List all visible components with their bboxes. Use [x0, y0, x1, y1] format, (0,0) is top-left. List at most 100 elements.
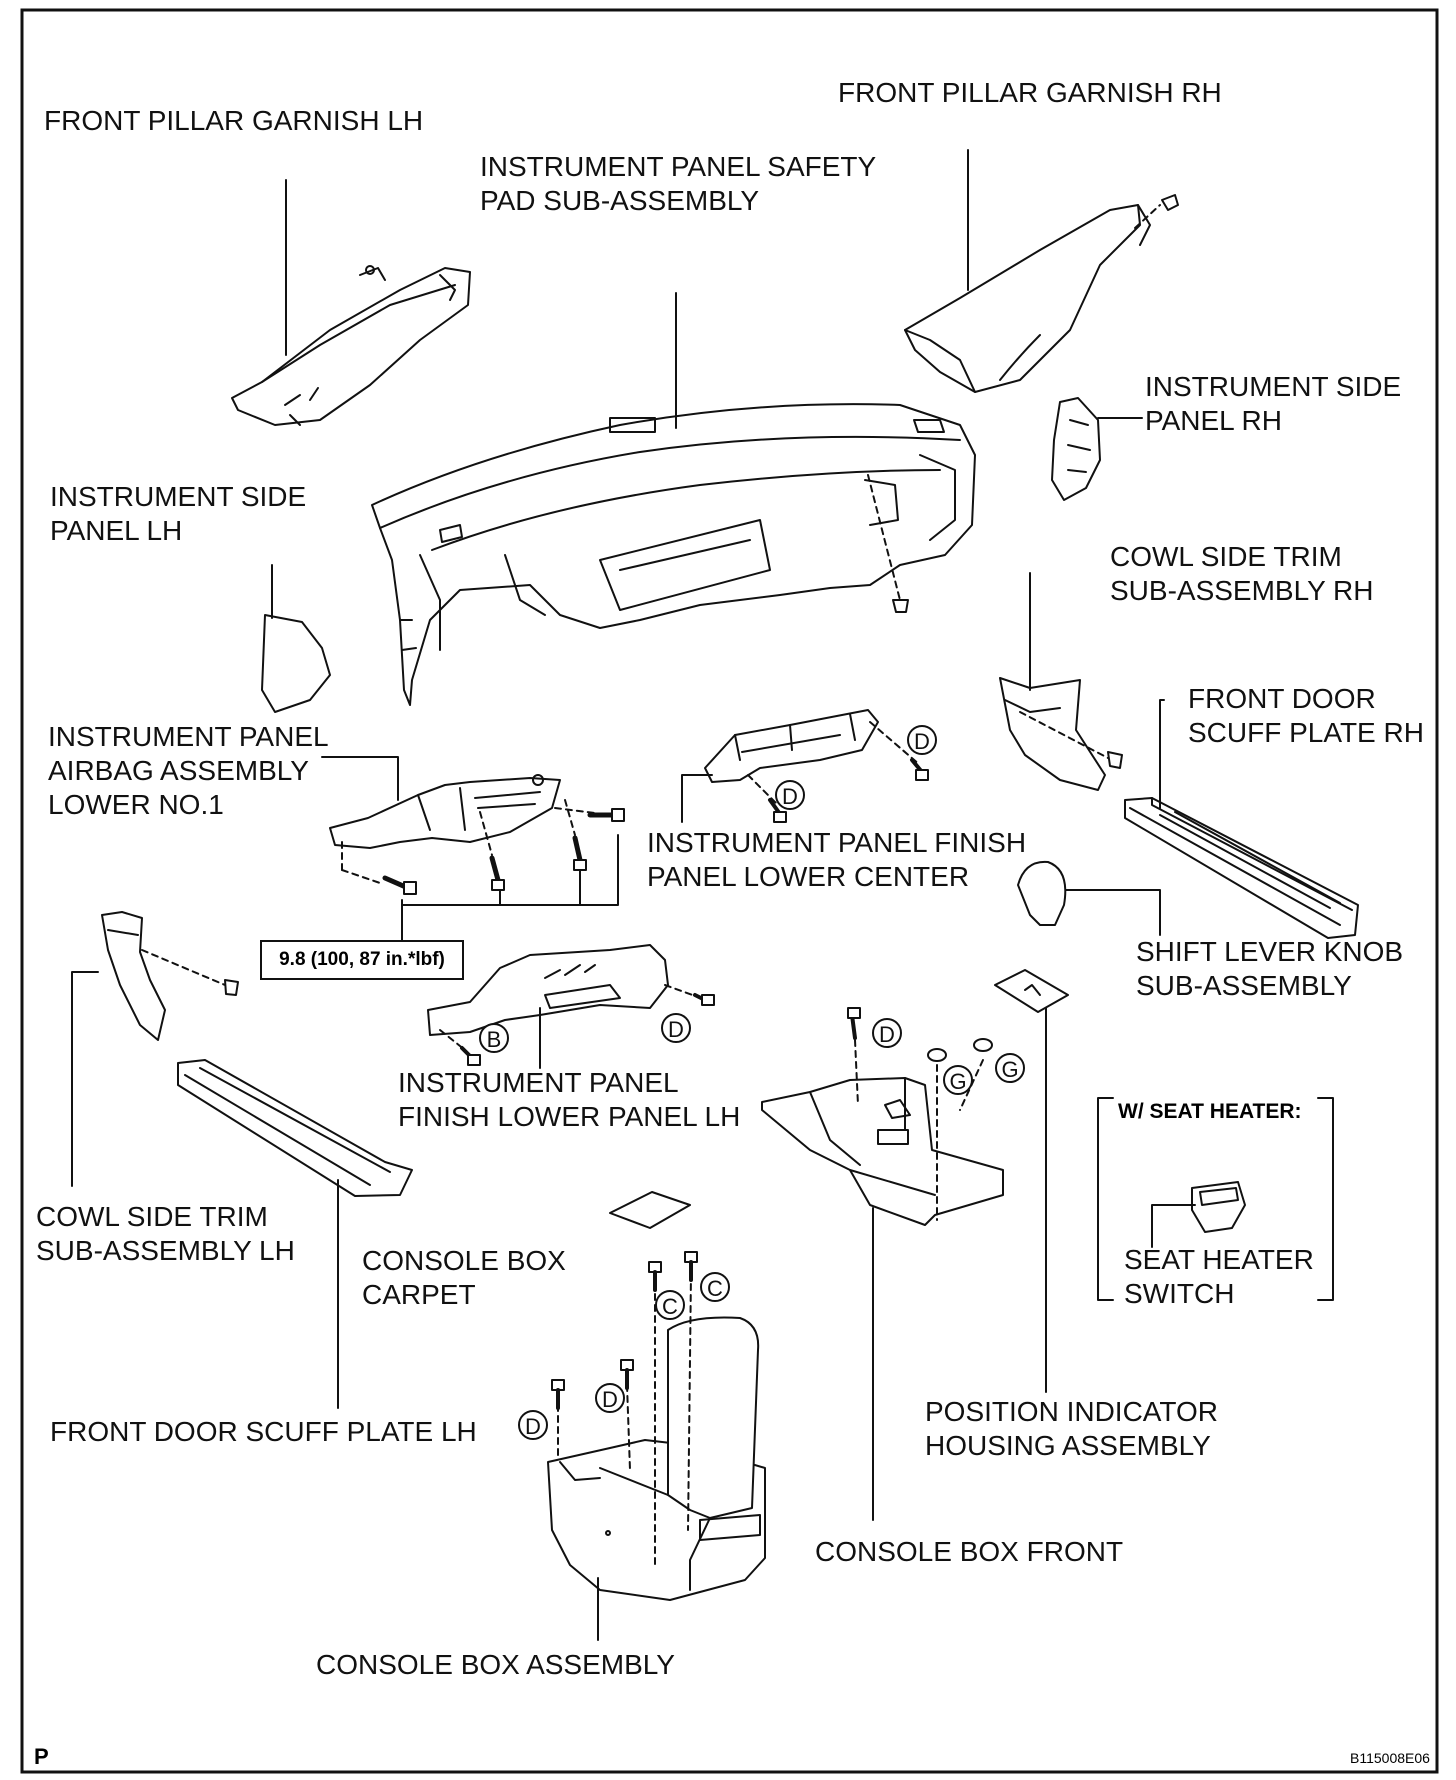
console-box-front-part: [761, 1077, 1004, 1226]
clip-icon: [224, 979, 239, 996]
corner-mark: P: [34, 1744, 49, 1769]
label-line: CONSOLE BOX ASSEMBLY: [316, 1649, 675, 1680]
svg-text:D: D: [914, 729, 930, 754]
label-line: SEAT HEATER: [1124, 1244, 1314, 1275]
label-line: COWL SIDE TRIM: [36, 1201, 268, 1232]
clip-icon: [1107, 751, 1123, 769]
instrument-side-panel-rh-part: [1051, 397, 1101, 501]
dash-lh-bolt-d: [664, 984, 699, 998]
inset-bracket-right: [1317, 1097, 1334, 1301]
cowl-side-trim-lh-part: [101, 911, 166, 1041]
label-line: INSTRUMENT PANEL FINISH: [647, 827, 1027, 858]
label-line: SUB-ASSEMBLY RH: [1110, 575, 1374, 606]
screw-icon: [768, 798, 787, 823]
leader-cowl-side-lh: [71, 971, 99, 1187]
fastener-code-d: D: [872, 1018, 902, 1048]
dash-airbag-bolt-1b: [341, 869, 381, 884]
label-line: PAD SUB-ASSEMBLY: [480, 185, 760, 216]
label-front-pillar-garnish-rh: FRONT PILLAR GARNISH RH: [838, 76, 1222, 110]
label-console-front: CONSOLE BOX FRONT: [815, 1535, 1123, 1569]
svg-text:G: G: [949, 1069, 966, 1094]
bolt-icon: [382, 875, 417, 895]
finish-panel-lower-center-part: [704, 709, 879, 783]
dash-console-front-d: [854, 1039, 859, 1106]
instrument-side-panel-lh-part: [261, 614, 331, 713]
dash-console-asm-c2: [687, 1272, 692, 1531]
clip-icon: [1161, 194, 1179, 211]
label-line: LOWER NO.1: [48, 789, 224, 820]
fastener-code-c: C: [700, 1272, 730, 1302]
label-line: SCUFF PLATE RH: [1188, 717, 1424, 748]
dash-center-bolt-d1: [747, 774, 779, 806]
label-line: PANEL RH: [1145, 405, 1282, 436]
screw-icon: [910, 758, 929, 781]
label-line: INSTRUMENT PANEL: [398, 1067, 679, 1098]
label-line: FRONT PILLAR GARNISH LH: [44, 105, 424, 136]
screw-icon: [684, 1251, 698, 1282]
svg-text:D: D: [879, 1022, 895, 1047]
label-line: INSTRUMENT SIDE: [50, 481, 307, 512]
svg-text:D: D: [782, 784, 798, 809]
leader-scuff-plate-rh: [1159, 699, 1165, 809]
label-line: HOUSING ASSEMBLY: [925, 1430, 1211, 1461]
leader-airbag-lower: [321, 756, 399, 801]
dash-airbag-bolt-2: [479, 811, 493, 856]
fastener-code-d: D: [775, 780, 805, 810]
airbag-assembly-lower-part: [329, 774, 561, 849]
inset-bracket-left: [1097, 1097, 1114, 1301]
console-box-carpet-part: [609, 1191, 691, 1229]
label-scuff-plate-lh: FRONT DOOR SCUFF PLATE LH: [50, 1415, 477, 1449]
label-console-assembly: CONSOLE BOX ASSEMBLY: [316, 1648, 675, 1682]
figure-code: B115008E06: [1350, 1750, 1430, 1766]
seat-heater-switch-part: [1191, 1181, 1246, 1233]
torque-leader: [401, 834, 619, 906]
label-line: PANEL LH: [50, 515, 183, 546]
screw-icon: [620, 1359, 634, 1390]
fastener-code-g: G: [995, 1053, 1025, 1083]
finish-lower-panel-lh-part: [427, 944, 669, 1036]
label-line: COWL SIDE TRIM: [1110, 541, 1342, 572]
screw-icon: [847, 1007, 861, 1040]
clip-icon: [892, 599, 909, 613]
screw-icon: [551, 1379, 565, 1410]
fastener-code-d: D: [661, 1013, 691, 1043]
inset-title: W/ SEAT HEATER:: [1118, 1100, 1302, 1123]
leader-seat-heater-switch: [1151, 1204, 1196, 1248]
front-pillar-garnish-lh-part: [231, 265, 471, 426]
svg-text:C: C: [707, 1276, 723, 1301]
label-line: CARPET: [362, 1279, 476, 1310]
label-line: PANEL LOWER CENTER: [647, 861, 970, 892]
front-door-scuff-plate-rh-part: [1124, 797, 1359, 939]
svg-text:D: D: [525, 1414, 541, 1439]
label-line: SHIFT LEVER KNOB: [1136, 936, 1404, 967]
svg-text:D: D: [602, 1387, 618, 1412]
fastener-code-b: B: [479, 1023, 509, 1053]
cowl-side-trim-rh-part: [999, 677, 1106, 791]
dash-cowl-rh-clip: [1019, 711, 1109, 759]
clip-nut-icon: [973, 1038, 993, 1052]
fastener-code-g: G: [943, 1065, 973, 1095]
leader-shift-knob: [1065, 889, 1161, 936]
fastener-code-d: D: [518, 1410, 548, 1440]
bolt-icon: [489, 855, 505, 891]
fastener-code-d: D: [907, 725, 937, 755]
label-line: FRONT DOOR: [1188, 683, 1376, 714]
console-box-assembly-part: [547, 1316, 766, 1601]
label-line: INSTRUMENT PANEL SAFETY: [480, 151, 877, 182]
label-line: AIRBAG ASSEMBLY: [48, 755, 309, 786]
svg-text:B: B: [487, 1027, 502, 1052]
label-line: FRONT DOOR SCUFF PLATE LH: [50, 1416, 477, 1447]
bolt-icon: [572, 835, 587, 871]
svg-text:C: C: [662, 1294, 678, 1319]
front-door-scuff-plate-lh-part: [177, 1059, 413, 1197]
